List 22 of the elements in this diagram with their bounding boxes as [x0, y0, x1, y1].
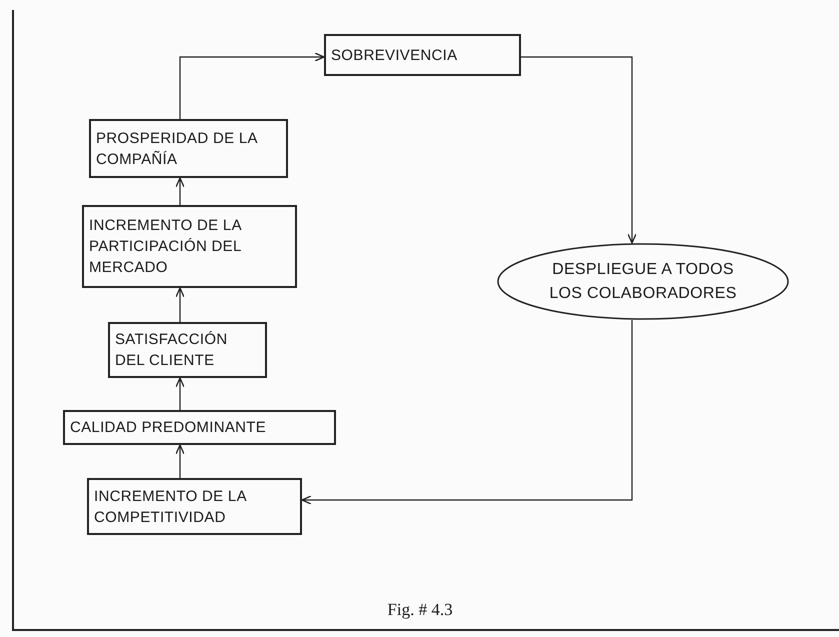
process-box — [108, 322, 267, 378]
process-box — [324, 34, 521, 76]
process-box — [63, 410, 336, 445]
arrow — [179, 52, 325, 119]
node-label: PROSPERIDAD DE LA COMPAÑÍA — [96, 128, 258, 170]
node-label: INCREMENTO DE LA COMPETITIVIDAD — [94, 486, 248, 528]
node-label: SATISFACCIÓN DEL CLIENTE — [115, 330, 229, 371]
process-box — [82, 205, 297, 288]
arrow — [175, 444, 185, 478]
arrow — [175, 377, 185, 410]
arrow — [175, 287, 185, 322]
node-label: CALIDAD PREDOMINANTE — [70, 418, 266, 438]
arrow — [521, 56, 637, 244]
node-label: SOBREVIVENCIA — [331, 46, 458, 66]
arrow — [301, 320, 633, 505]
arrow — [175, 177, 185, 205]
process-box — [87, 478, 302, 535]
node-label: INCREMENTO DE LA PARTICIPACIÓN DEL MERCADO — [89, 216, 242, 278]
node-label: DESPLIEGUE A TODOS LOS COLABORADORES — [548, 260, 738, 304]
process-box — [89, 119, 288, 178]
figure-caption: Fig. # 4.3 — [386, 599, 454, 621]
process-ellipse — [497, 243, 789, 320]
